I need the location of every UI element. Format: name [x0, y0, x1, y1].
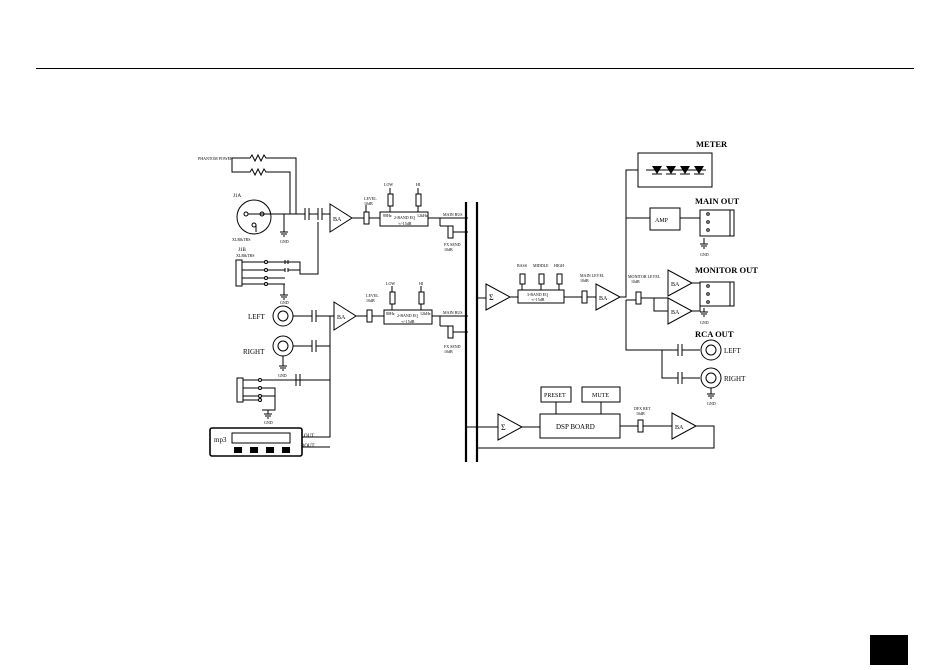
svg-text:GND: GND	[700, 252, 709, 257]
svg-text:10dB: 10dB	[580, 278, 589, 283]
svg-text:RIGHT: RIGHT	[243, 348, 265, 356]
svg-text:XLR&TRS: XLR&TRS	[236, 253, 254, 258]
svg-text:MUTE: MUTE	[592, 393, 609, 399]
svg-text:LEVEL: LEVEL	[364, 196, 377, 201]
svg-text:DFX RET: DFX RET	[634, 406, 651, 411]
svg-text:J1B: J1B	[238, 248, 246, 253]
svg-text:BA: BA	[337, 315, 346, 321]
svg-text:+/-15dB: +/-15dB	[531, 297, 545, 302]
svg-text:HI: HI	[419, 281, 424, 286]
svg-text:MAIN BUS: MAIN BUS	[443, 310, 462, 315]
svg-text:BASS: BASS	[517, 263, 527, 268]
channel-2: LEFT RIGHT GND BA LEVEL 10dB LOW HI 80Hz…	[243, 281, 468, 378]
svg-text:10dB: 10dB	[631, 279, 640, 284]
master-section: Σ BASS MIDDLE HIGH 3-BAND EQ +/-15dB MAI…	[477, 169, 668, 351]
svg-text:12kHz: 12kHz	[420, 311, 431, 316]
svg-text:XLR&TRS: XLR&TRS	[232, 237, 250, 242]
svg-text:DSP BOARD: DSP BOARD	[556, 423, 595, 431]
svg-text:80Hz: 80Hz	[383, 213, 392, 218]
header-rule	[36, 68, 914, 69]
svg-text:10dB: 10dB	[444, 349, 453, 354]
svg-text:HI: HI	[416, 182, 421, 187]
main-out: MAIN OUT AMP GND	[649, 196, 739, 257]
svg-text:PHANTOM POWER: PHANTOM POWER	[198, 156, 233, 161]
svg-text:MAIN LEVEL: MAIN LEVEL	[580, 273, 605, 278]
svg-text:FX SEND: FX SEND	[444, 242, 461, 247]
meter: METER	[637, 139, 728, 188]
svg-text:BA: BA	[675, 425, 684, 431]
trs-jack-j1b: J1B XLR&TRS GND	[235, 222, 319, 305]
input-caps	[296, 208, 330, 220]
svg-text:LOUT: LOUT	[301, 434, 314, 439]
svg-text:HIGH: HIGH	[554, 263, 564, 268]
svg-text:12kHz: 12kHz	[417, 213, 428, 218]
monitor-out: MONITOR OUT BA BA GND	[653, 265, 758, 325]
rca-out: RCA OUT LEFT RIGHT GND	[661, 329, 746, 406]
svg-text:GND: GND	[280, 300, 289, 305]
svg-text:+/-15dB: +/-15dB	[398, 221, 412, 226]
buses	[464, 202, 479, 462]
svg-text:PRESET: PRESET	[544, 393, 566, 399]
svg-text:AMP: AMP	[655, 218, 669, 224]
svg-text:RCA OUT: RCA OUT	[695, 329, 734, 339]
svg-text:ROUT: ROUT	[301, 444, 315, 449]
line-input-jack: GND	[236, 346, 331, 425]
phantom-power: PHANTOM POWER	[198, 153, 297, 214]
svg-text:MONITOR OUT: MONITOR OUT	[695, 265, 758, 275]
xlr-jack-j1a: J1A XLR&TRS GND	[232, 194, 296, 244]
svg-text:2-BAND EQ: 2-BAND EQ	[394, 215, 415, 220]
svg-text:LEFT: LEFT	[248, 313, 265, 321]
svg-text:Σ: Σ	[489, 293, 494, 302]
svg-text:LEFT: LEFT	[724, 347, 741, 355]
svg-text:FX SEND: FX SEND	[444, 344, 461, 349]
svg-text:+/-15dB: +/-15dB	[401, 319, 415, 324]
svg-text:MAIN OUT: MAIN OUT	[695, 196, 739, 206]
mp3-player: mp3 LOUT ROUT	[209, 380, 331, 457]
svg-text:J1A: J1A	[233, 194, 241, 199]
svg-text:3-BAND EQ: 3-BAND EQ	[527, 292, 548, 297]
svg-text:LEVEL: LEVEL	[366, 293, 379, 298]
svg-text:LOW: LOW	[384, 182, 393, 187]
svg-text:GND: GND	[264, 420, 273, 425]
svg-text:mp3: mp3	[214, 436, 227, 444]
svg-text:BA: BA	[671, 310, 680, 316]
svg-text:10dB: 10dB	[636, 411, 645, 416]
svg-text:10dB: 10dB	[364, 201, 373, 206]
svg-text:BA: BA	[333, 217, 342, 223]
svg-text:LOW: LOW	[386, 281, 395, 286]
svg-text:GND: GND	[280, 239, 289, 244]
svg-text:BA: BA	[599, 296, 608, 302]
svg-text:2-BAND EQ: 2-BAND EQ	[397, 313, 418, 318]
svg-text:METER: METER	[696, 139, 728, 149]
dsp-section: Σ PRESET MUTE DSP BOARD DFX RET 10dB BA	[466, 386, 715, 449]
svg-text:MAIN BUS: MAIN BUS	[443, 212, 462, 217]
svg-text:MIDDLE: MIDDLE	[533, 263, 549, 268]
channel-1: BA LEVEL 10dB LOW HI 80Hz 12kHz 2-BAND E…	[329, 182, 468, 252]
svg-text:80Hz: 80Hz	[386, 311, 395, 316]
svg-text:RIGHT: RIGHT	[724, 375, 746, 383]
svg-text:10dB: 10dB	[444, 247, 453, 252]
svg-text:10dB: 10dB	[366, 298, 375, 303]
svg-text:MONITOR LEVEL: MONITOR LEVEL	[628, 274, 661, 279]
svg-text:GND: GND	[278, 373, 287, 378]
svg-text:BA: BA	[671, 282, 680, 288]
svg-text:GND: GND	[707, 401, 716, 406]
page-corner-tab	[870, 635, 908, 665]
svg-text:GND: GND	[700, 320, 709, 325]
svg-text:Σ: Σ	[501, 423, 506, 432]
